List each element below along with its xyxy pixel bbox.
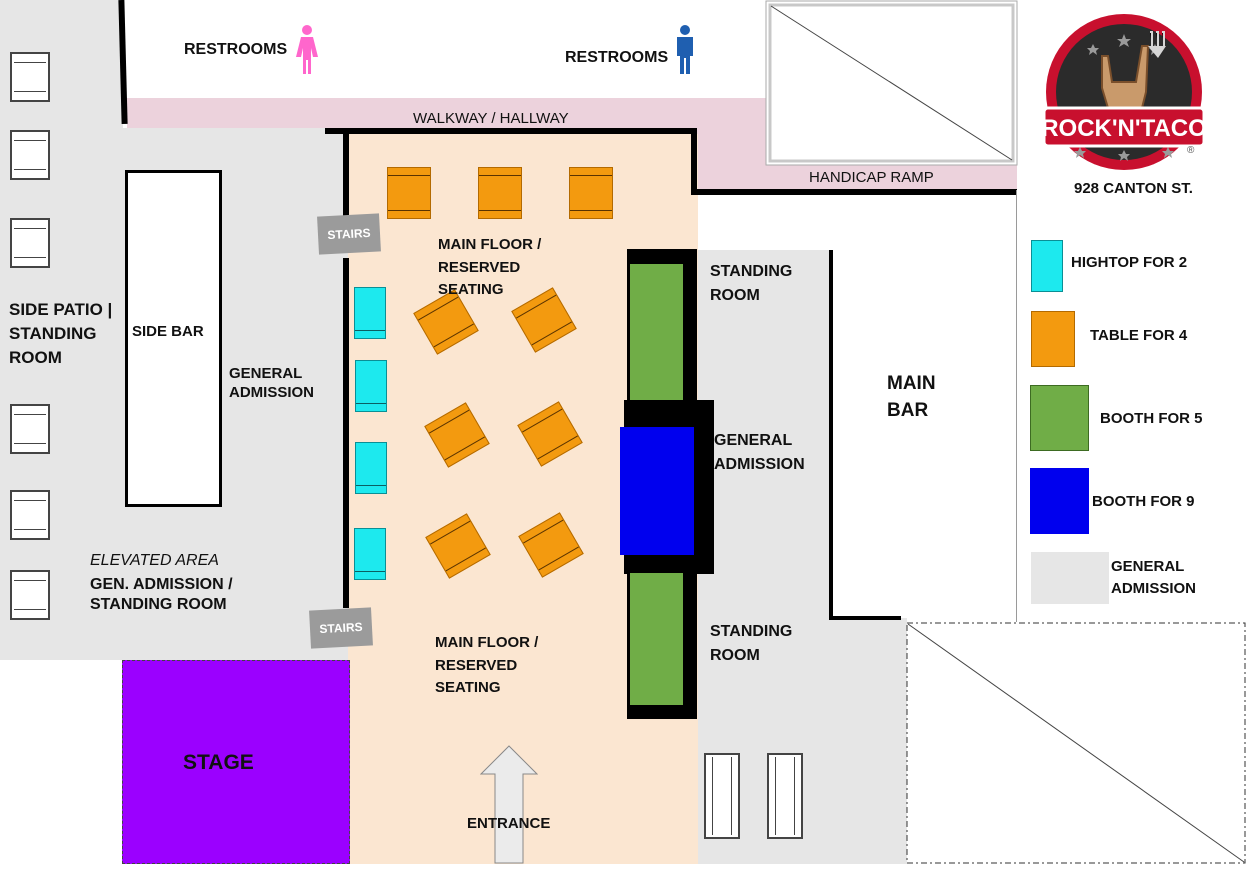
side-patio-label: SIDE PATIO | STANDING ROOM — [9, 300, 113, 367]
side-bar — [125, 170, 222, 507]
table-for-4[interactable] — [387, 167, 431, 219]
wall-main-left-lower — [343, 258, 349, 608]
rock-n-taco-logo: ROCK'N'TACO — [1038, 12, 1210, 172]
hightop-for-2[interactable] — [354, 528, 386, 580]
main-floor-label-bottom: MAIN FLOOR / RESERVED SEATING — [435, 634, 539, 696]
unused-room-top — [765, 0, 1018, 166]
restrooms-label-right: RESTROOMS — [565, 49, 669, 66]
hightop-for-2[interactable] — [355, 442, 387, 494]
elevated-ga-label: GEN. ADMISSION / STANDING ROOM — [90, 576, 233, 613]
general-admission-lower-right-zone — [831, 618, 907, 864]
bar-stool[interactable] — [704, 753, 740, 839]
booth-for-9[interactable] — [620, 427, 694, 555]
legend-table-swatch — [1031, 311, 1075, 367]
bar-stool[interactable] — [767, 753, 803, 839]
stage-label: STAGE — [183, 751, 254, 774]
patio-chair[interactable] — [10, 52, 50, 102]
handicap-ramp-label: HANDICAP RAMP — [809, 169, 934, 186]
legend-booth5-label: BOOTH FOR 5 — [1100, 410, 1203, 427]
wall-main-bar-bottom — [829, 616, 901, 620]
side-bar-label: SIDE BAR — [132, 323, 204, 340]
restrooms-label-left: RESTROOMS — [184, 41, 288, 58]
legend-ga-label: GENERAL ADMISSION — [1111, 558, 1197, 597]
booth-for-5-top[interactable] — [627, 249, 697, 415]
wall-main-bar-left — [829, 250, 833, 620]
general-admission-left-label: GENERAL ADMISSION — [229, 365, 315, 401]
legend-booth9-label: BOOTH FOR 9 — [1092, 493, 1195, 510]
restroom-man-icon — [672, 24, 698, 76]
stairs-top[interactable]: STAIRS — [317, 213, 381, 255]
hightop-for-2[interactable] — [355, 360, 387, 412]
booth-for-5-bottom[interactable] — [627, 560, 697, 719]
up-arrow-icon — [479, 745, 539, 864]
hightop-for-2[interactable] — [354, 287, 386, 339]
walkway-label: WALKWAY / HALLWAY — [413, 110, 569, 127]
legend-ga-swatch — [1031, 552, 1109, 604]
entrance-label: ENTRANCE — [467, 815, 551, 832]
side-patio-zone — [0, 0, 123, 660]
main-floor-label-top: MAIN FLOOR / RESERVED SEATING — [438, 236, 542, 298]
standing-room-label-top: STANDING ROOM — [710, 263, 793, 304]
address-label: 928 CANTON ST. — [1074, 180, 1193, 197]
legend-booth9-swatch — [1030, 468, 1089, 534]
wall-right-divider — [1016, 190, 1017, 622]
patio-chair[interactable] — [10, 130, 50, 180]
wall-step-vertical — [691, 128, 697, 192]
wall-ramp — [691, 189, 1017, 195]
logo-registered-mark: ® — [1187, 145, 1195, 156]
patio-chair[interactable] — [10, 490, 50, 540]
unused-room-bottom — [906, 622, 1246, 864]
standing-room-label-bottom: STANDING ROOM — [710, 623, 793, 664]
restrooms-area — [127, 0, 767, 98]
legend-table-label: TABLE FOR 4 — [1090, 327, 1188, 344]
patio-chair[interactable] — [10, 570, 50, 620]
rock-hand-fork-icon — [1101, 31, 1166, 109]
table-for-4[interactable] — [569, 167, 613, 219]
table-for-4[interactable] — [478, 167, 522, 219]
wall-main-left-upper — [343, 134, 349, 216]
restroom-woman-icon — [294, 24, 320, 76]
logo-wordmark: ROCK'N'TACO — [1041, 115, 1207, 142]
legend-hightop-swatch — [1031, 240, 1063, 292]
stairs-bottom[interactable]: STAIRS — [309, 607, 373, 649]
wall-top-main — [325, 128, 697, 134]
legend-booth5-swatch — [1030, 385, 1089, 451]
legend-hightop-label: HIGHTOP FOR 2 — [1071, 254, 1188, 271]
main-bar-label: MAIN BAR — [887, 373, 936, 421]
patio-chair[interactable] — [10, 404, 50, 454]
elevated-area-label: ELEVATED AREA — [90, 552, 219, 569]
walkway-zone — [127, 98, 767, 128]
patio-chair[interactable] — [10, 218, 50, 268]
general-admission-right-label: GENERAL ADMISSION — [714, 432, 805, 473]
